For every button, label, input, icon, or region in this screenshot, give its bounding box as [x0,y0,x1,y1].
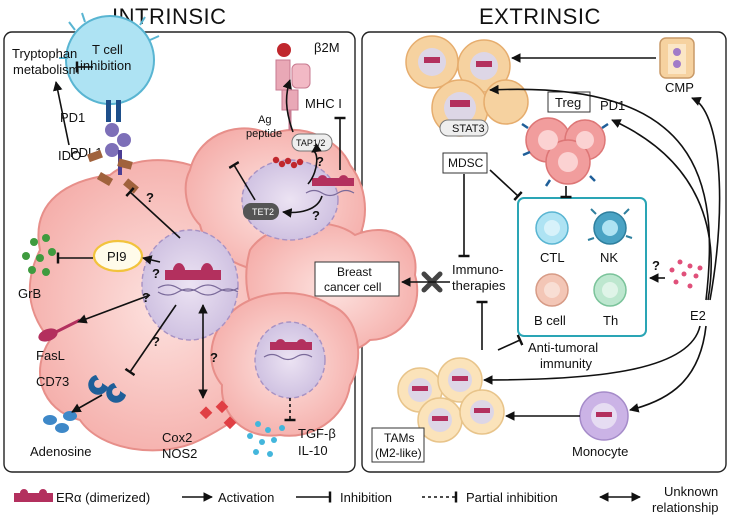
t-cell [59,12,160,105]
ag-label-line1: Ag [258,114,271,126]
cox2-label: Cox2 [162,430,192,445]
th-label: Th [603,313,618,328]
grb-molecules [22,234,56,276]
tams-cluster [397,357,505,443]
pd1-receptor [106,100,121,122]
fasl-icon [38,318,81,342]
unknown-mark-cd73: ? [152,334,160,349]
legend-era-icon [14,489,53,502]
il10-label: IL-10 [298,443,328,458]
nos2-label: NOS2 [162,446,197,461]
unknown-mark-ido: ? [146,190,154,205]
cd73-icon [88,375,126,403]
bcell-label: B cell [534,313,566,328]
stat3-box [439,119,489,137]
tams-label-line2: (M2-like) [375,446,422,460]
extrinsic-arrows [401,53,721,421]
legend-unknown-line2: relationship [652,500,719,515]
era-dimer-main [157,263,239,296]
monocyte-label: Monocyte [572,444,628,459]
stat3-label: STAT3 [452,123,485,135]
tet2-label: TET2 [252,207,274,217]
legend-inhibition: Inhibition [340,490,392,505]
treg-label: Treg [555,95,581,110]
immuno-label-line2: therapies [452,278,506,293]
tgf-molecules [247,421,285,457]
anti-tumoral-line1: Anti-tumoral [528,340,598,355]
pi9-label: PI9 [107,249,127,264]
e2-molecules [669,259,703,289]
legend-activation: Activation [218,490,274,505]
mdsc-box [442,152,488,174]
tap-label: TAP1/2 [296,138,325,148]
legend: ERα (dimerized) Activation Inhibition Pa… [14,484,719,515]
ctl-cell [535,211,569,245]
unknown-mark-fasl: ? [142,290,150,305]
ag-label-line2: peptide [246,128,282,140]
anti-tumoral-line2: immunity [540,356,593,371]
mhc-i-complex [275,43,311,130]
ctl-label: CTL [540,250,565,265]
tams-box [371,427,425,463]
era-dimer-lower [263,339,313,361]
nucleus-main [141,229,239,341]
cd73-label: CD73 [36,374,69,389]
tryptophan-line1: Tryptophan [12,46,77,61]
tgfb-label: TGF-β [298,426,336,441]
unknown-mark-e2: ? [652,258,660,273]
legend-unknown-line1: Unknown [664,484,718,499]
tryptophan-line2: metabolism [13,62,79,77]
breast-label-line1: Breast [337,265,372,279]
cmp-label: CMP [665,80,694,95]
mhc1-label: MHC I [305,96,342,111]
breast-cancer-box [314,261,400,297]
b2m-label: β2M [314,40,340,55]
ag-peptide-chain [272,156,304,169]
header-extrinsic: EXTRINSIC [479,4,601,29]
adenosine-molecules [43,411,77,433]
nk-cell [587,208,633,245]
unknown-mark-pi9: ? [152,266,160,281]
breast-label-line2: cancer cell [324,280,381,294]
unknown-mark-cox2: ? [210,350,218,365]
e2-label: E2 [690,308,706,323]
adenosine-label: Adenosine [30,444,91,459]
unknown-mark-tet2: ? [312,208,320,223]
mdsc-label: MDSC [448,156,484,170]
immuno-label-line1: Immuno- [452,262,503,277]
pd1-ext-label: PD1 [600,98,625,113]
legend-era: ERα (dimerized) [56,490,150,505]
tcell-inhibition-line2: inhibition [80,58,131,73]
pi9-ellipse [92,239,144,273]
nk-label: NK [600,250,618,265]
unknown-mark-tap: ? [316,154,324,169]
legend-partial: Partial inhibition [466,490,558,505]
ido-label: IDO [58,148,81,163]
nucleus-lower [254,321,326,399]
grb-label: GrB [18,286,41,301]
nucleus-upper [241,159,339,241]
intrinsic-arrows [53,61,346,422]
th-cell [593,273,627,307]
bcell-cell [535,273,569,307]
ido-molecules [87,149,139,194]
tet2-box [243,203,279,220]
cox2-molecules [199,400,237,430]
tcell-inhibition-line1: T cell [92,42,123,57]
cmp-icon [659,37,695,79]
monocyte-cell [579,391,629,441]
fasl-label: FasL [36,348,65,363]
era-dimer-upper [305,175,355,197]
treg-cells [521,117,609,187]
tams-label-line1: TAMs [384,431,414,445]
pd1-label: PD1 [60,110,85,125]
